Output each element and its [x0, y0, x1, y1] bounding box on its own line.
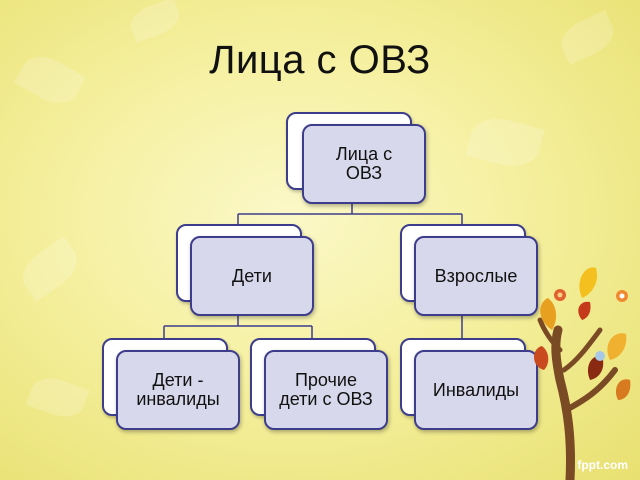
node-children-label: Дети	[190, 236, 314, 316]
node-root-label: Лица с ОВЗ	[302, 124, 426, 204]
page-title: Лица с ОВЗ	[209, 38, 431, 82]
node-adults-label: Взрослые	[414, 236, 538, 316]
watermark-text: fppt.com	[577, 458, 628, 472]
node-other-children-label: Прочие дети с ОВЗ	[264, 350, 388, 430]
node-disabled-children-label: Дети - инвалиды	[116, 350, 240, 430]
tree-illustration	[534, 267, 631, 480]
node-disabled-adults-label: Инвалиды	[414, 350, 538, 430]
